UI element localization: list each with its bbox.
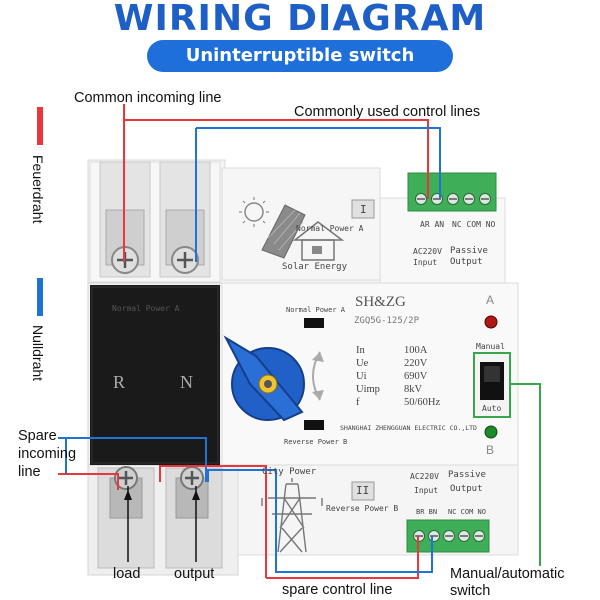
spec-value: 8kV (404, 384, 423, 395)
load-label: load (113, 566, 141, 582)
spec-key: f (356, 397, 360, 408)
common-incoming-line-label: Common incoming line (74, 90, 222, 106)
normal-power-a-mid: Normal Power A (286, 306, 346, 314)
bottom-output-label: Output (450, 484, 483, 494)
subtitle: Uninterruptible switch (185, 45, 415, 66)
spare-incoming-label-2: incoming (18, 446, 77, 462)
legend-neutral-swatch (37, 278, 43, 316)
top-terminal-codes: AR AN (420, 220, 445, 229)
legend-live-swatch (37, 107, 43, 145)
auto-label: Auto (482, 404, 502, 413)
handle-label-n: N (180, 372, 193, 392)
handle-label-r: R (113, 372, 126, 392)
top-input-label: AC220V Input (413, 247, 442, 267)
spec-key: Uimp (356, 384, 380, 395)
specs-table: In 100A Ue 220V Ui 690V Uimp 8kV f 50/60Hz (356, 344, 456, 409)
roman-one: I (360, 203, 367, 216)
rotary-handle[interactable] (226, 338, 306, 422)
normal-power-a-top: Normal Power A (296, 224, 364, 233)
spec-value: 220V (404, 358, 428, 369)
spare-incoming-label-1: Spare (18, 428, 57, 444)
model-label: ZGQ5G-125/2P (354, 316, 420, 326)
spec-key: In (356, 345, 365, 356)
subtitle-pill (147, 40, 453, 72)
bottom-ncno: NC COM NO (448, 508, 486, 516)
spec-row: Ui 690V (356, 370, 456, 383)
spec-row: f 50/60Hz (356, 396, 456, 409)
spec-key: Ui (356, 371, 367, 382)
city-power-label: City Power (262, 467, 317, 477)
brand-label: SH&ZG (355, 294, 406, 310)
manual-label: Manual (476, 342, 505, 351)
top-passive-label: Passive Output (450, 246, 488, 267)
indicator-b-label: B (486, 443, 495, 457)
spec-value: 100A (404, 345, 428, 356)
spec-row: In 100A (356, 344, 456, 357)
bottom-passive-label: Passive (448, 470, 486, 480)
spec-value: 690V (404, 371, 428, 382)
bottom-ac-label: AC220V (410, 472, 439, 481)
spec-row: Uimp 8kV (356, 383, 456, 396)
solar-energy-label: Solar Energy (282, 262, 348, 272)
reverse-power-b-mid: Reverse Power B (284, 438, 348, 446)
manual-auto-label-2: switch (450, 583, 491, 599)
spare-control-line-label: spare control line (282, 582, 393, 598)
spec-value: 50/60Hz (404, 397, 441, 408)
roman-two: II (356, 484, 370, 497)
control-lines-label: Commonly used control lines (294, 104, 481, 120)
bottom-codes: BR BN (416, 508, 438, 516)
pole-top-text: Normal Power A (112, 304, 180, 313)
top-terminal-ncno: NC COM NO (452, 220, 496, 229)
manual-auto-label-1: Manual/automatic (450, 566, 565, 582)
bottom-input-label: Input (414, 486, 439, 495)
spare-incoming-label-3: line (18, 464, 41, 480)
indicator-a-label: A (486, 293, 495, 307)
page-title: WIRING DIAGRAM (113, 0, 487, 39)
reverse-power-b-bottom: Reverse Power B (326, 504, 399, 513)
manufacturer-label: SHANGHAI ZHENGGUAN ELECTRIC CO.,LTD (340, 424, 477, 432)
output-label: output (174, 566, 215, 582)
spec-key: Ue (356, 358, 369, 369)
spec-row: Ue 220V (356, 357, 456, 370)
